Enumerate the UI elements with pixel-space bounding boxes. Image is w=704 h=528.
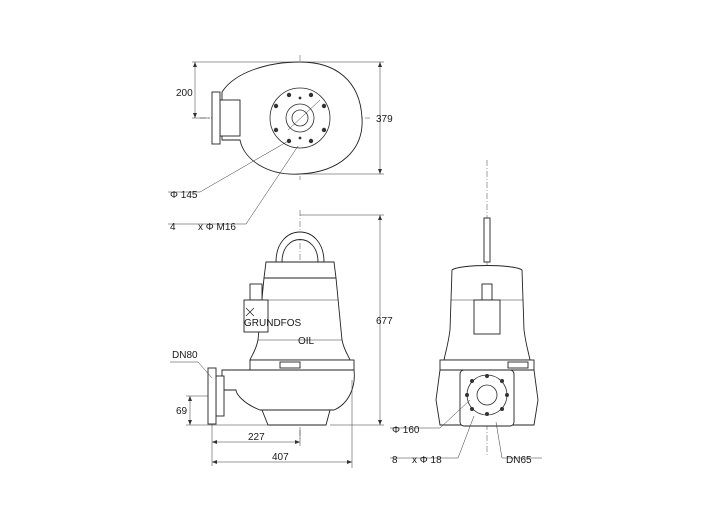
oil-mark: OIL [298,336,315,347]
dim-bolt-count: 4 [170,222,176,233]
dim-total-width: 407 [272,452,289,463]
dim-top-offset: 200 [176,88,193,99]
brand-mark: GRUNDFOS [244,318,302,329]
dim-bolt-size: x Φ M16 [198,222,236,233]
side-view: GRUNDFOS OIL 677 DN80 69 [170,210,393,468]
dim-inlet-bolt-count: 8 [392,455,398,466]
dim-outlet: DN80 [172,350,198,361]
dim-bolt-circle: Φ 145 [170,190,198,201]
dim-inlet: DN65 [506,455,532,466]
top-view: 200 379 Φ 145 4 x Φ M16 [168,55,393,233]
dim-center-offset: 227 [248,432,265,443]
dim-inlet-bolt-size: x Φ 18 [412,455,442,466]
dim-top-height: 379 [376,114,393,125]
dim-total-height: 677 [376,316,393,327]
front-view: Φ 160 8 x Φ 18 DN65 [390,160,542,466]
dim-outlet-height: 69 [176,406,188,417]
dim-inlet-circle: Φ 160 [392,425,420,436]
